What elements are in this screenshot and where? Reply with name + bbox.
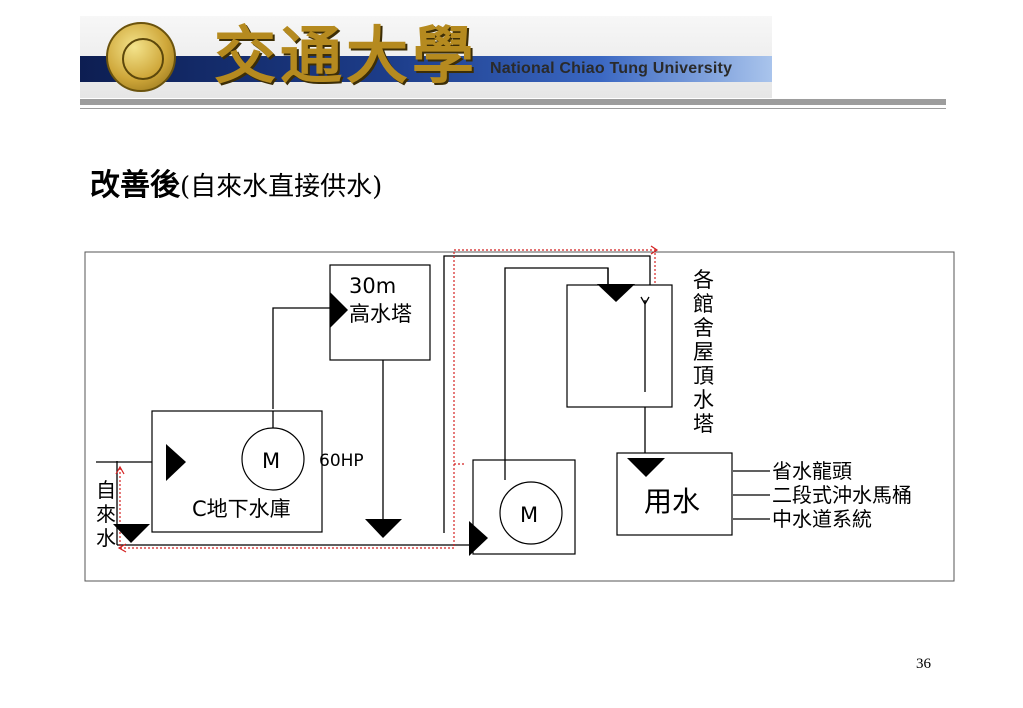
down-triangle-roof-inlet	[597, 284, 635, 302]
pump-power-label: 60HP	[319, 451, 364, 471]
emblem-ring	[122, 38, 164, 80]
reservoir-motor-icon	[241, 427, 305, 491]
pipe-return-to-building	[443, 255, 651, 533]
reservoir-motor-label: M	[262, 449, 280, 473]
university-banner: 交通大學 National Chiao Tung University	[80, 16, 772, 98]
roof-tank-label-char-3: 舍	[693, 316, 714, 340]
pipe-motor-to-tower	[272, 307, 330, 409]
reservoir-label: C地下水庫	[192, 497, 291, 521]
booster-motor-icon	[499, 481, 563, 545]
inlet-triangle-booster	[469, 521, 488, 556]
source-label-char-1: 自	[96, 478, 116, 502]
slide-title: 改善後(自來水直接供水)	[90, 160, 382, 204]
usage-item-greywater: 中水道系統	[772, 507, 872, 531]
slide-title-main: 改善後	[90, 168, 180, 203]
slide-title-paren: (自來水直接供水)	[180, 172, 383, 202]
inlet-triangle-tower	[330, 292, 348, 328]
down-triangle-usage-inlet	[627, 458, 665, 477]
down-triangle-source	[113, 524, 150, 543]
source-label-char-3: 水	[96, 526, 116, 550]
roof-tank-label-char-4: 屋	[693, 340, 714, 364]
roof-tank-label-char-7: 塔	[693, 412, 714, 436]
flow-arrowhead-top	[650, 245, 659, 255]
page-number: 36	[916, 656, 931, 672]
water-supply-diagram: 30m 高水塔 M 60HP C地下水庫 自 來 水 M 各 館 舍 屋 頂 水…	[84, 245, 955, 582]
pipe-main-line	[117, 538, 471, 546]
header-rule-thin	[80, 108, 946, 109]
usage-item-faucet: 省水龍頭	[772, 459, 852, 483]
roof-tank-label-char-6: 水	[693, 388, 714, 412]
banner-stripe	[80, 56, 772, 82]
water-usage-label: 用水	[644, 485, 700, 518]
source-label: 自 來 水	[96, 478, 116, 550]
header-rule-thick	[80, 99, 946, 105]
roof-tank-label-char-1: 各	[693, 268, 714, 292]
tower-label: 高水塔	[349, 302, 412, 326]
university-emblem-icon	[106, 22, 176, 92]
down-triangle-tower-outlet	[365, 519, 402, 538]
booster-motor-label: M	[520, 503, 538, 527]
diagram-frame	[84, 251, 955, 582]
logo-calligraphy: 交通大學	[214, 19, 479, 92]
tower-height-label: 30m	[349, 274, 396, 298]
roof-tank-label-char-5: 頂	[693, 364, 714, 388]
flow-path-dotted	[119, 249, 656, 549]
source-label-char-2: 來	[96, 502, 116, 526]
usage-item-toilet: 二段式沖水馬桶	[772, 483, 912, 507]
flow-arrowhead-source	[115, 465, 125, 475]
inlet-triangle-reservoir	[166, 444, 186, 481]
roof-tank-box	[566, 284, 673, 408]
roof-tank-label-char-2: 館	[693, 292, 714, 316]
roof-inlet-arrowhead	[640, 296, 650, 306]
banner-university-name: National Chiao Tung University	[490, 60, 733, 77]
flow-arrowhead-left-bottom	[117, 543, 127, 553]
roof-tank-label: 各 館 舍 屋 頂 水 塔	[693, 268, 714, 436]
